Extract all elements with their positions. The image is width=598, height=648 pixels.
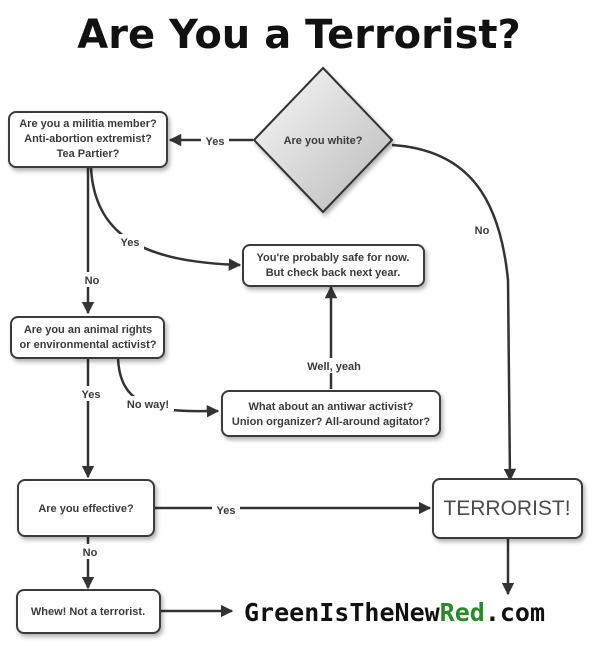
label-animal-noway: No way! (122, 396, 174, 411)
svg-text:No way!: No way! (127, 399, 169, 411)
brand-suffix: .com (485, 598, 545, 627)
svg-text:Anti-abortion extremist?: Anti-abortion extremist? (24, 133, 152, 145)
svg-text:No: No (85, 275, 100, 287)
svg-text:Yes: Yes (82, 389, 101, 401)
svg-text:Are you white?: Are you white? (284, 135, 363, 147)
svg-text:No: No (475, 225, 490, 237)
label-effective-yes: Yes (212, 502, 240, 517)
svg-text:Yes: Yes (217, 505, 236, 517)
label-militia-yes: Yes (116, 234, 144, 249)
svg-text:Are you a militia member?: Are you a militia member? (19, 118, 157, 130)
result-not-a-terrorist: Whew! Not a terrorist. (16, 589, 161, 634)
svg-text:Whew! Not a terrorist.: Whew! Not a terrorist. (31, 606, 145, 618)
label-animal-yes: Yes (77, 386, 105, 401)
svg-text:You're probably safe for now.: You're probably safe for now. (257, 252, 410, 264)
svg-text:or environmental activist?: or environmental activist? (20, 339, 157, 351)
label-militia-no: No (80, 272, 104, 287)
svg-text:Yes: Yes (121, 237, 140, 249)
label-effective-no: No (78, 544, 102, 559)
svg-text:Are you an animal rights: Are you an animal rights (24, 324, 152, 336)
label-white-yes: Yes (201, 133, 229, 148)
question-antiwar-activist: What about an antiwar activist? Union or… (221, 390, 441, 437)
question-animal-rights: Are you an animal rights or environmenta… (10, 316, 165, 359)
label-antiwar-yeah: Well, yeah (302, 358, 366, 373)
svg-text:Are you effective?: Are you effective? (38, 503, 134, 515)
svg-text:Union organizer? All-around ag: Union organizer? All-around agitator? (232, 416, 430, 428)
edge-militia-yes (89, 167, 242, 271)
result-safe-for-now: You're probably safe for now. But check … (242, 244, 425, 287)
brand-red: Red (440, 598, 485, 627)
svg-text:TERRORIST!: TERRORIST! (443, 497, 570, 520)
label-white-no: No (470, 222, 494, 237)
svg-text:Well, yeah: Well, yeah (307, 361, 361, 373)
svg-text:What about an antiwar activist: What about an antiwar activist? (248, 401, 413, 413)
brand-logo: GreenIsTheNewRed.com (244, 598, 545, 627)
svg-text:Yes: Yes (206, 136, 225, 148)
brand-prefix: GreenIsThe (244, 598, 395, 627)
brand-new: New (395, 598, 441, 627)
question-effective: Are you effective? (17, 479, 155, 537)
svg-text:No: No (83, 547, 98, 559)
decision-are-you-white: Are you white? (252, 66, 394, 214)
result-terrorist: TERRORIST! (432, 478, 583, 539)
question-militia-member: Are you a militia member? Anti-abortion … (8, 111, 168, 168)
svg-text:Tea Partier?: Tea Partier? (57, 148, 120, 160)
svg-text:GreenIsTheNewRed.com: GreenIsTheNewRed.com (244, 598, 545, 627)
page-title: Are You a Terrorist? (77, 12, 520, 58)
svg-text:But check back next year.: But check back next year. (266, 267, 401, 279)
edge-white-no (391, 143, 517, 482)
